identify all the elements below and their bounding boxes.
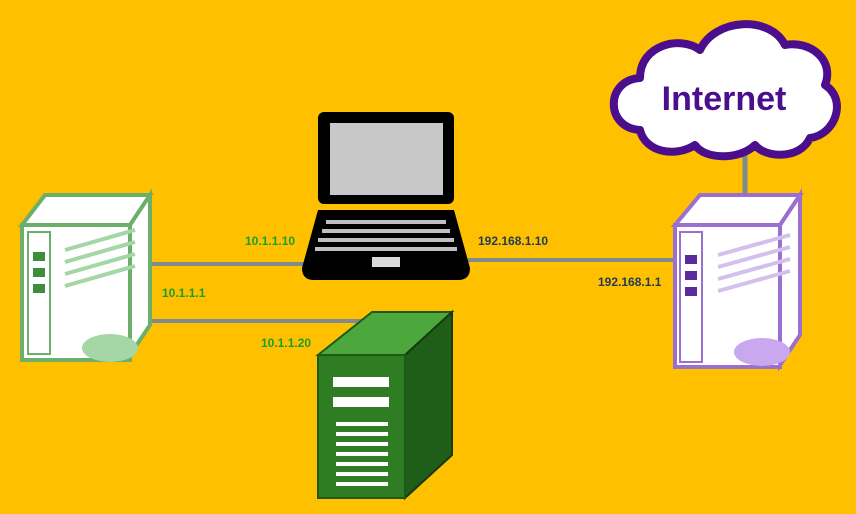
server-drive-bay	[333, 377, 389, 387]
laptop-key-row	[318, 238, 454, 242]
router-right	[670, 188, 804, 372]
laptop	[302, 112, 470, 280]
server-front	[317, 354, 406, 499]
router-right-ip-label: 192.168.1.1	[598, 275, 662, 289]
laptop-screen	[330, 123, 443, 195]
internet-cloud: Internet	[609, 20, 841, 161]
laptop-left-ip-label: 10.1.1.10	[245, 234, 295, 248]
cloud-label: Internet	[662, 80, 787, 118]
router-right-stripe	[717, 269, 791, 293]
server-vent	[336, 472, 388, 476]
laptop-right-ip-label: 192.168.1.10	[478, 234, 548, 248]
server-vent	[336, 422, 388, 426]
led-icon	[33, 284, 45, 293]
router-right-side	[778, 188, 802, 372]
server-vent	[336, 482, 388, 486]
router-left-stripe	[64, 264, 136, 288]
cloud-icon	[609, 20, 841, 161]
server-vent	[336, 432, 388, 436]
server-ip-label: 10.1.1.20	[261, 336, 311, 350]
router-right-stripe	[717, 257, 791, 281]
led-icon	[33, 268, 45, 277]
led-icon	[33, 252, 45, 261]
led-icon	[685, 255, 697, 264]
laptop-key-row	[326, 220, 446, 224]
laptop-key-row	[315, 247, 457, 251]
router-left-stripe	[64, 240, 136, 264]
laptop-keyboard-deck	[302, 210, 470, 280]
router-left-ip-label: 10.1.1.1	[162, 286, 206, 300]
laptop-key-row	[322, 229, 450, 233]
router-right-stripe	[717, 245, 791, 269]
router-left-side	[128, 188, 152, 362]
router-right-stripe	[717, 233, 791, 257]
router-left	[17, 188, 154, 362]
server-drive-bay	[333, 397, 389, 407]
led-icon	[685, 287, 697, 296]
server	[315, 309, 455, 501]
server-vent	[336, 452, 388, 456]
router-right-panel	[679, 231, 703, 363]
router-left-stripe	[64, 252, 136, 276]
ip-labels: 10.1.1.10 10.1.1.1 10.1.1.20 192.168.1.1…	[162, 234, 662, 350]
router-left-base	[82, 334, 138, 362]
led-icon	[685, 271, 697, 280]
server-vent	[336, 462, 388, 466]
laptop-touchpad	[372, 257, 400, 267]
server-vent	[336, 442, 388, 446]
router-right-base	[734, 338, 790, 366]
router-left-stripe	[64, 228, 136, 252]
